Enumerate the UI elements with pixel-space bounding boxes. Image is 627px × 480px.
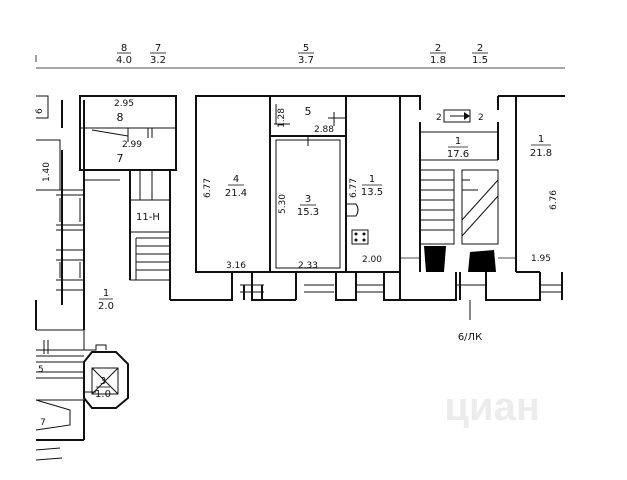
- room-3-width: 2.33: [298, 261, 318, 271]
- axis-value: 1.5: [472, 55, 488, 66]
- sink-icon: [351, 229, 369, 245]
- axis-number: 2: [477, 43, 483, 54]
- axis-label-5: 5 3.7: [298, 43, 314, 66]
- entrance-block-left: [424, 246, 446, 272]
- dim-left-5: 5: [38, 365, 44, 375]
- top-dimension-axis: 8 4.0 7 3.2 5 3.7 2 1.8 2 1.5: [35, 43, 565, 69]
- room-8-dim: 2.95: [114, 99, 134, 109]
- entrance-block-right: [468, 250, 496, 272]
- room-3-small-number: 3: [100, 376, 106, 387]
- room-1b-area: 17.6: [447, 149, 469, 160]
- room-1-corridor-area: 2.0: [98, 301, 114, 312]
- watermark: циан: [444, 385, 540, 429]
- axis-value: 3.2: [150, 55, 166, 66]
- room-1-area: 13.5: [361, 187, 383, 198]
- marker-2-right: 2: [478, 113, 484, 123]
- room-1-main: 6.77 1 13.5 2.00: [345, 95, 401, 273]
- axis-label-2b: 2 1.5: [472, 43, 488, 66]
- axis-label-2a: 2 1.8: [430, 43, 446, 66]
- axis-number: 7: [155, 43, 161, 54]
- room-4-number: 4: [233, 174, 239, 185]
- arrow-icon: [464, 112, 470, 120]
- room-1-number: 1: [369, 174, 375, 185]
- dim-left-small: 6: [35, 108, 45, 114]
- room-4-width: 3.16: [226, 261, 246, 271]
- axis-number: 8: [121, 43, 127, 54]
- axis-number: 5: [303, 43, 309, 54]
- stairs-main: [419, 169, 499, 245]
- room-5-area: 2.88: [314, 125, 334, 135]
- room-8-number: 8: [117, 111, 124, 124]
- marker-2-left: 2: [436, 113, 442, 123]
- axis-value: 4.0: [116, 55, 132, 66]
- room-block-8-7: 2.95 8 2.99 7: [79, 95, 177, 171]
- stairs-11h: [129, 231, 171, 281]
- dim-left-7: 7: [40, 418, 46, 428]
- room-1-width: 2.00: [362, 255, 382, 265]
- axis-value: 1.8: [430, 55, 446, 66]
- entrance-marker: 6/ЛК: [458, 300, 482, 343]
- room-4-height: 6.77: [203, 178, 213, 198]
- axis-value: 3.7: [298, 55, 314, 66]
- room-1c-area: 21.8: [530, 148, 552, 159]
- room-1-right: 1 21.8 6.76 1.95: [516, 95, 565, 273]
- room-3-area: 15.3: [297, 207, 319, 218]
- room-1-corridor-number: 1: [103, 288, 109, 299]
- room-3-small: 3 1.0: [83, 351, 129, 409]
- room-7-number: 7: [117, 152, 124, 165]
- bottom-wall: [170, 272, 563, 301]
- room-1-height: 6.77: [349, 178, 359, 198]
- room-3: 5.30 3 15.3 2.33: [269, 135, 347, 273]
- room-11h-label: 11-H: [136, 212, 160, 223]
- room-1c-width: 1.95: [531, 254, 551, 264]
- room-5-dim: 1.28: [277, 108, 287, 128]
- room-3-height: 5.30: [278, 194, 288, 214]
- left-structures: 6 1.40 5 7: [35, 95, 120, 461]
- room-1-corridor: 1 2.0: [98, 288, 114, 312]
- room-3-small-area: 1.0: [95, 389, 111, 400]
- room-4-area: 21.4: [225, 188, 247, 199]
- axis-label-8: 8 4.0: [116, 43, 132, 66]
- room-3-number: 3: [305, 194, 311, 205]
- room-1b-number: 1: [455, 136, 461, 147]
- room-1c-height: 6.76: [549, 190, 559, 210]
- stair-block: 2 2 1 17.6: [399, 95, 517, 272]
- dim-1-40: 1.40: [42, 162, 52, 182]
- axis-number: 2: [435, 43, 441, 54]
- room-11H: 11-H: [129, 170, 171, 300]
- axis-label-7: 7 3.2: [150, 43, 166, 66]
- entrance-label: 6/ЛК: [458, 332, 482, 343]
- room-5-number: 5: [305, 105, 312, 118]
- room-1c-number: 1: [538, 134, 544, 145]
- room-4: 6.77 4 21.4 3.16: [195, 95, 271, 273]
- room-7-dim: 2.99: [122, 140, 142, 150]
- room-5: 1.28 5 2.88: [270, 95, 347, 146]
